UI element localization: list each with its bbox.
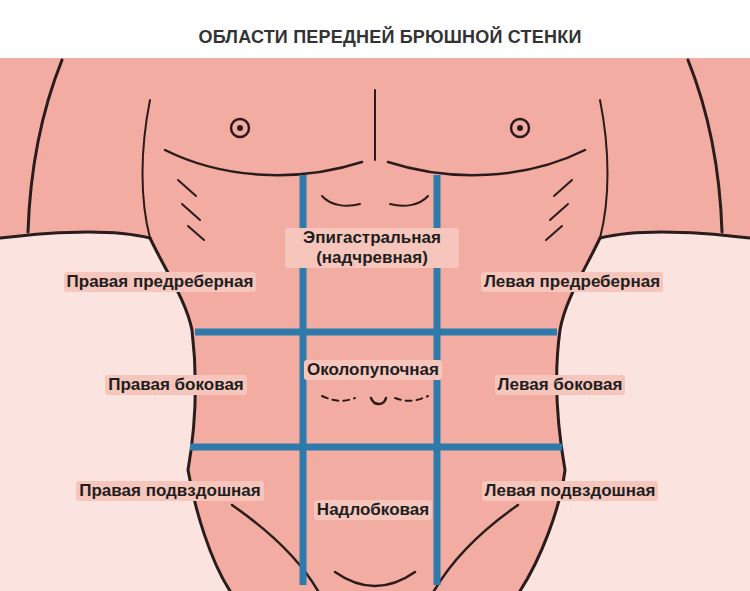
region-label: Надлобковая <box>314 500 432 520</box>
grid-line <box>190 444 562 451</box>
shoulder-line <box>688 60 722 232</box>
nipple-center <box>517 125 523 131</box>
rib-mark <box>546 180 572 240</box>
nipple <box>511 119 529 137</box>
nipples <box>231 119 529 137</box>
rib-mark <box>178 180 204 240</box>
pectoral-line <box>388 150 585 175</box>
ab-mark <box>322 396 428 401</box>
ab-mark <box>322 196 428 206</box>
torso-body <box>0 58 750 591</box>
nipple-center <box>237 125 243 131</box>
region-label: Правая подвздошная <box>76 481 264 501</box>
pubic-line <box>335 572 415 586</box>
region-label: Правая боковая <box>105 375 247 395</box>
shoulder-line <box>28 60 62 232</box>
armpit-line <box>600 100 608 238</box>
region-label: Правая предреберная <box>64 272 257 292</box>
region-label: Левая подвздошная <box>482 481 659 501</box>
pectoral-line <box>165 150 362 175</box>
armpit-line <box>143 100 151 238</box>
groin-line <box>434 505 518 591</box>
region-label: Околопупочная <box>304 360 442 380</box>
region-label: Левая предреберная <box>481 272 663 292</box>
region-label: Левая боковая <box>495 375 626 395</box>
arm-line <box>600 232 750 238</box>
nipple <box>231 119 249 137</box>
region-label: Эпигастральная (надчревная) <box>285 228 459 269</box>
title: ОБЛАСТИ ПЕРЕДНЕЙ БРЮШНОЙ СТЕНКИ <box>198 27 581 49</box>
sternum-line <box>374 90 376 160</box>
background-panel <box>0 58 750 591</box>
body-outline <box>0 60 750 591</box>
arm-line <box>0 232 150 238</box>
grid-line <box>195 329 557 336</box>
navel <box>371 398 386 404</box>
